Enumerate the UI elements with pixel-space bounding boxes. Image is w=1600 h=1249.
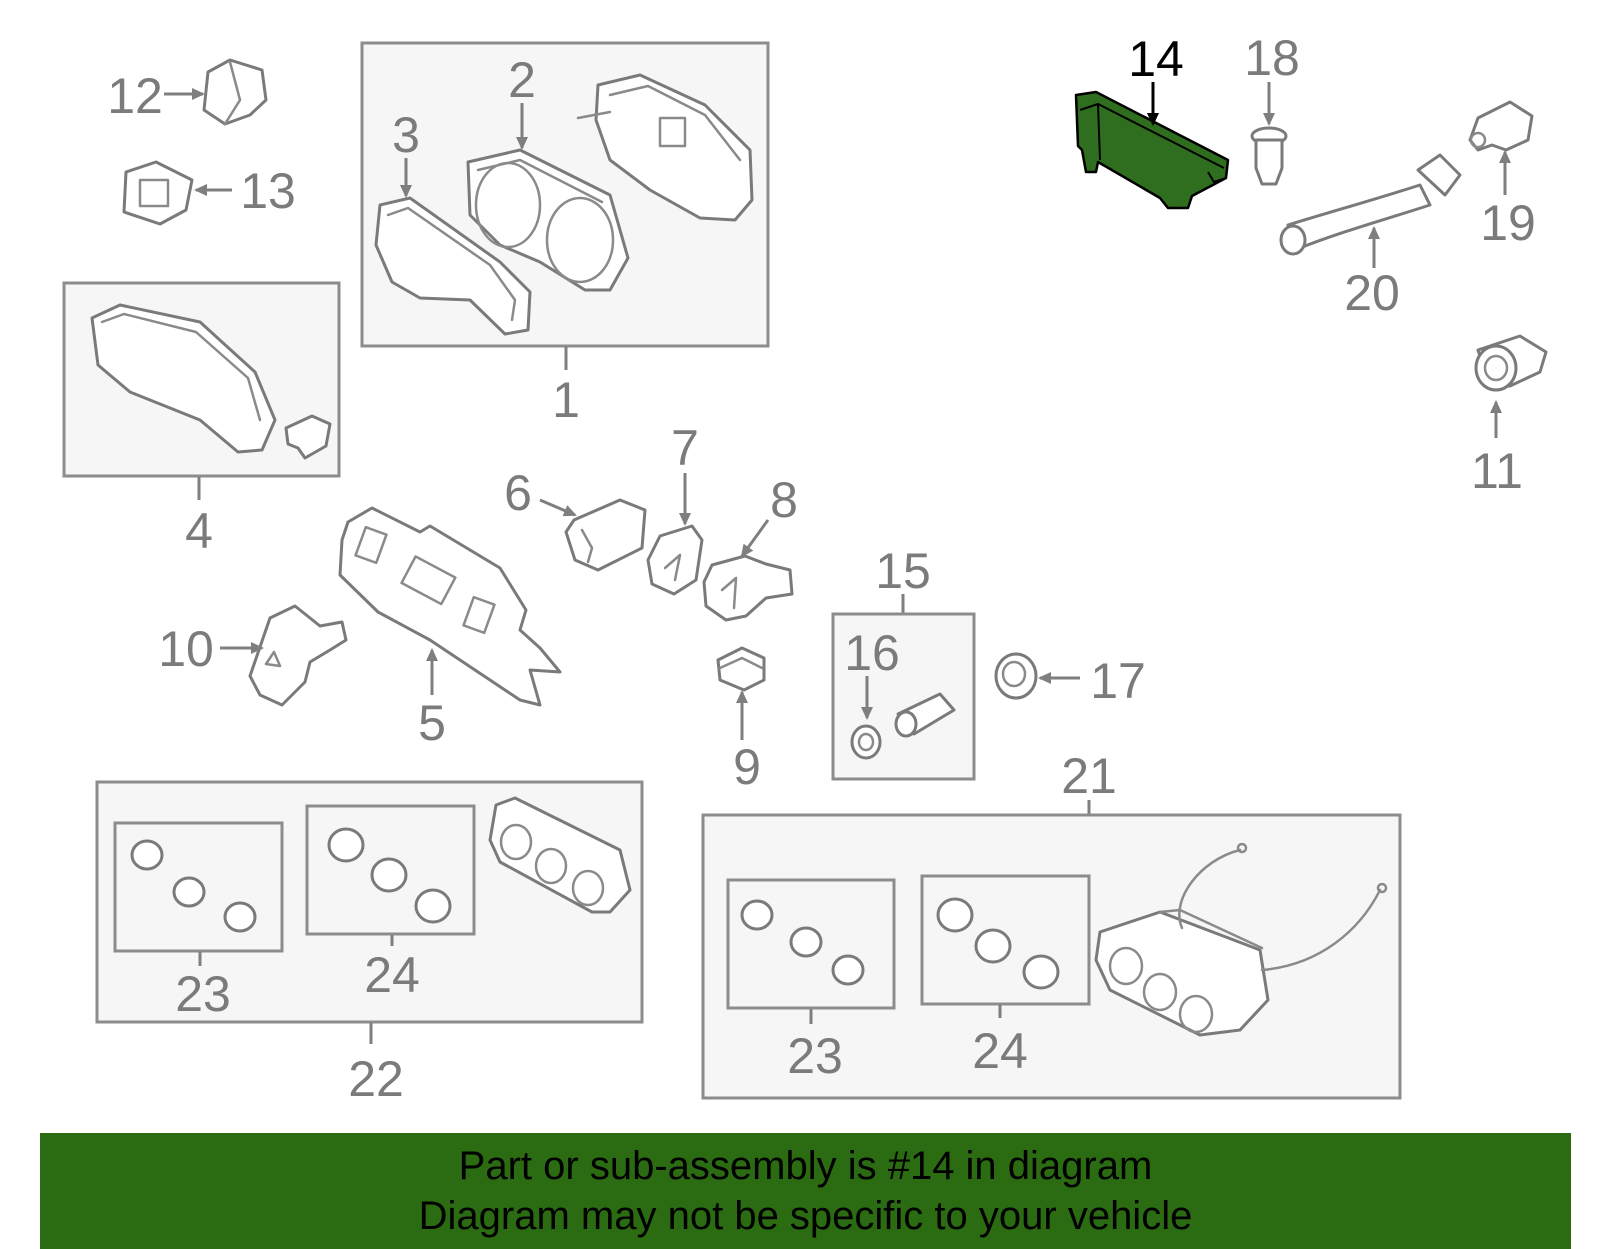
- part-5-center-panel[interactable]: [338, 506, 562, 707]
- callout-9: 9: [733, 739, 761, 795]
- callout-18: 18: [1244, 30, 1300, 86]
- part-13[interactable]: [122, 160, 194, 226]
- control-assembly-21-group: [701, 813, 1402, 1100]
- callout-1: 1: [552, 372, 580, 428]
- callout-15: 15: [875, 543, 931, 599]
- part-10[interactable]: [248, 604, 348, 707]
- banner-line-2: Diagram may not be specific to your vehi…: [418, 1194, 1193, 1238]
- socket-group: 16: [831, 612, 976, 781]
- callout-2: 2: [508, 52, 536, 108]
- callout-3: 3: [392, 107, 420, 163]
- cluster-lens-part[interactable]: [374, 196, 532, 336]
- callout-6: 6: [504, 465, 532, 521]
- knob-set-23a-part[interactable]: [130, 839, 257, 933]
- callout-13: 13: [240, 163, 296, 219]
- knob-set-24b-part[interactable]: [936, 897, 1060, 990]
- part-8-switch[interactable]: [702, 554, 794, 622]
- callout-12: 12: [107, 68, 163, 124]
- cluster-rear-part[interactable]: [576, 73, 754, 222]
- part-12[interactable]: [202, 58, 268, 126]
- callout-5: 5: [418, 695, 446, 751]
- cluster-assembly-group: 2 3: [360, 41, 770, 348]
- part-11[interactable]: [1474, 334, 1548, 392]
- callout-20: 20: [1344, 265, 1400, 321]
- bezel-part[interactable]: [90, 303, 277, 454]
- knob-set-24a-part[interactable]: [327, 827, 452, 924]
- info-banner: Part or sub-assembly is #14 in diagram D…: [40, 1133, 1571, 1249]
- part-16-socket[interactable]: [850, 692, 956, 760]
- part-20-hose[interactable]: [1279, 153, 1462, 256]
- part-18[interactable]: [1250, 126, 1288, 186]
- control-assembly-22-group: [95, 780, 644, 1024]
- callout-11: 11: [1471, 443, 1523, 499]
- part-6-switch[interactable]: [564, 498, 647, 572]
- part-19[interactable]: [1468, 100, 1534, 152]
- part-14-highlighted[interactable]: [1074, 90, 1230, 210]
- callout-8: 8: [770, 472, 798, 528]
- callout-10: 10: [158, 621, 214, 677]
- callout-23a: 23: [175, 966, 231, 1022]
- callout-7: 7: [671, 420, 699, 476]
- part-7-switch[interactable]: [646, 524, 704, 596]
- callout-21: 21: [1061, 748, 1117, 804]
- callout-19: 19: [1480, 195, 1536, 251]
- callout-14: 14: [1128, 31, 1184, 87]
- part-17[interactable]: [994, 652, 1038, 700]
- control-panel-22-part[interactable]: [488, 796, 632, 914]
- knob-set-23b-part[interactable]: [740, 899, 865, 986]
- banner-line-1: Part or sub-assembly is #14 in diagram: [458, 1144, 1153, 1188]
- bezel-clip-part[interactable]: [284, 414, 332, 460]
- callout-4: 4: [185, 503, 213, 559]
- part-9[interactable]: [716, 646, 766, 692]
- callout-23b: 23: [787, 1028, 843, 1084]
- callout-24a: 24: [364, 947, 420, 1003]
- bezel-group: [62, 281, 341, 478]
- callout-17: 17: [1090, 653, 1146, 709]
- callout-22: 22: [348, 1051, 404, 1107]
- callout-24b: 24: [972, 1023, 1028, 1079]
- control-panel-21-part[interactable]: [1094, 842, 1388, 1037]
- cluster-housing-part[interactable]: [466, 148, 630, 292]
- callout-16: 16: [844, 625, 900, 681]
